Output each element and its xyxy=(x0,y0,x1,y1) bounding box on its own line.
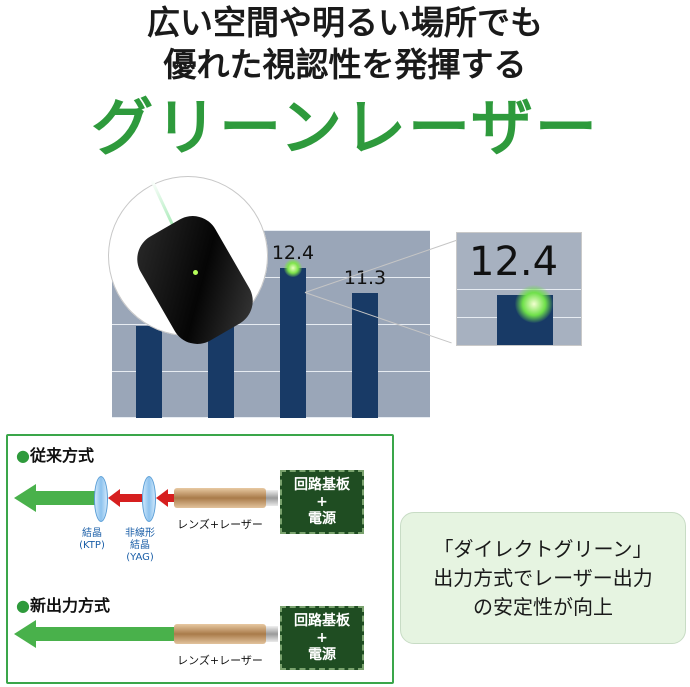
new-method-title-text: 新出力方式 xyxy=(29,596,110,615)
old-method-title: ●従来方式 xyxy=(16,442,94,466)
pcb-label-1: 回路基板 xyxy=(294,476,350,493)
feature-callout: 「ダイレクトグリーン」 出力方式でレーザー出力 の安定性が向上 xyxy=(400,512,686,644)
circuit-board: 回路基板 + 電源 xyxy=(280,470,364,534)
headline-line-2: 優れた視認性を発揮する xyxy=(163,45,527,84)
grid-line xyxy=(112,277,430,278)
zoom-value-label: 12.4 xyxy=(469,239,559,285)
crystal-label: 結晶 (KTP) xyxy=(70,528,114,552)
circuit-board: 回路基板 + 電源 xyxy=(280,606,364,670)
chart-bar xyxy=(280,267,306,418)
bullet-icon: ● xyxy=(16,446,30,465)
chart-bar xyxy=(136,326,162,418)
chart-bar xyxy=(352,293,378,418)
green-arrow xyxy=(34,627,176,641)
nonlinear-crystal-label: 非線形 結晶 (YAG) xyxy=(118,528,162,564)
bar-data-label: 12.4 xyxy=(271,241,315,264)
pcb-label-3: 電源 xyxy=(308,510,336,527)
zoom-box: 12.4 xyxy=(456,232,582,346)
nonlinear-label-text: 非線形 xyxy=(125,528,155,539)
brightness-chart: 9.912.411.3 xyxy=(112,230,430,418)
bar-data-label: 11.3 xyxy=(343,267,387,290)
green-dot-icon xyxy=(515,285,553,323)
pcb-label-1: 回路基板 xyxy=(294,612,350,629)
grid-line xyxy=(112,371,430,372)
laser-module xyxy=(174,488,266,508)
laser-cap xyxy=(266,626,278,642)
grid-line xyxy=(457,289,581,290)
nonlinear-label-text-2: 結晶 xyxy=(130,540,150,551)
bullet-icon: ● xyxy=(16,596,30,615)
red-arrow xyxy=(166,494,176,502)
green-arrow-head xyxy=(14,620,36,648)
callout-line-1: 「ダイレクトグリーン」 xyxy=(433,536,653,561)
red-arrow xyxy=(118,494,142,502)
laser-aperture xyxy=(193,270,198,275)
callout-line-3: の安定性が向上 xyxy=(473,594,613,619)
crystal-sub-text: (KTP) xyxy=(79,540,105,551)
pcb-label-2: + xyxy=(316,629,328,646)
grid-line xyxy=(112,417,430,418)
output-method-diagram: ●従来方式 回路基板 + 電源 レンズ+レーザー 結晶 (KTP) 非線形 結晶… xyxy=(6,434,394,684)
crystal-label-text: 結晶 xyxy=(82,528,102,539)
red-arrow-head xyxy=(156,489,168,507)
green-arrow-head xyxy=(14,484,36,512)
pcb-label-3: 電源 xyxy=(308,646,336,663)
grid-line xyxy=(112,230,430,231)
pcb-label-2: + xyxy=(316,493,328,510)
lens-laser-label: レンズ+レーザー xyxy=(177,518,263,531)
grid-line xyxy=(112,324,430,325)
nonlinear-sub-text: (YAG) xyxy=(126,552,154,563)
new-method-title: ●新出力方式 xyxy=(16,592,110,616)
red-arrow-head xyxy=(108,489,120,507)
laser-module xyxy=(174,624,266,644)
green-arrow xyxy=(34,491,96,505)
old-method-title-text: 従来方式 xyxy=(29,446,94,465)
nonlinear-crystal-lens xyxy=(142,476,156,522)
callout-line-2: 出力方式でレーザー出力 xyxy=(433,565,653,590)
headline-line-1: 広い空間や明るい場所でも xyxy=(147,3,543,42)
green-dot-icon xyxy=(284,258,302,277)
lens-laser-label: レンズ+レーザー xyxy=(177,654,263,667)
product-title: グリーンレーザー xyxy=(91,91,599,164)
laser-cap xyxy=(266,490,278,506)
crystal-lens xyxy=(94,476,108,522)
